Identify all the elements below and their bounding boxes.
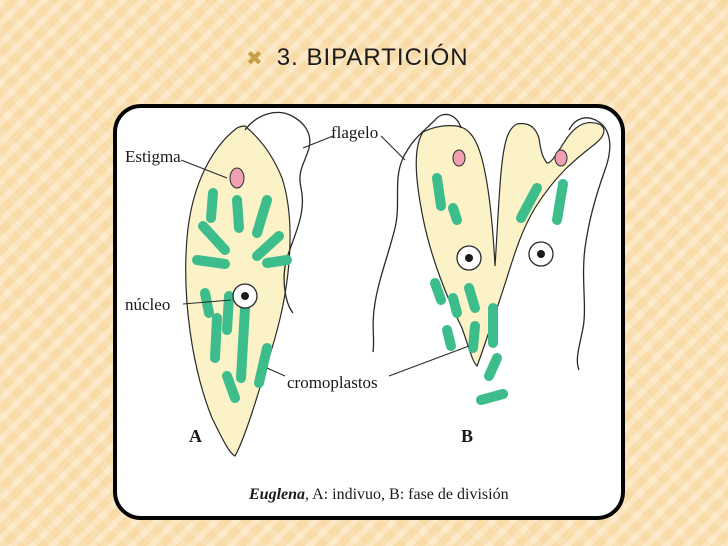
- stigma-b-left: [452, 149, 466, 167]
- leader-flagelo-left: [302, 135, 334, 149]
- label-flagelo: flagelo: [331, 123, 378, 142]
- label-letter-b: B: [461, 426, 473, 446]
- leader-cromoplastos-left: [266, 367, 286, 377]
- label-cromoplastos: cromoplastos: [287, 373, 378, 392]
- leader-estigma: [180, 159, 228, 179]
- caption-genus: Euglena: [249, 486, 306, 503]
- stigma-a: [229, 167, 245, 189]
- chloroplasts-b: [430, 173, 568, 405]
- leader-nucleo: [182, 299, 232, 305]
- chloroplasts-a: [192, 188, 292, 403]
- euglena-diagram-frame: Estigma flagelo núcleo cromoplastos A B …: [113, 104, 625, 520]
- caption-text: , A: indivuo, B: fase de división: [305, 486, 509, 503]
- leader-flagelo-right: [380, 135, 406, 161]
- euglena-diagram: Estigma flagelo núcleo cromoplastos A B: [125, 111, 611, 457]
- label-letter-a: A: [189, 426, 202, 446]
- slide-title: 3. BIPARTICIÓN: [276, 44, 469, 71]
- slide-title-row: ✖ 3. BIPARTICIÓN: [246, 38, 469, 78]
- label-estigma: Estigma: [125, 147, 181, 166]
- label-nucleo: núcleo: [125, 295, 170, 314]
- flagellum-b-right: [568, 117, 611, 371]
- x-mark-bullet-icon: ✖: [246, 46, 263, 70]
- stigma-b-right: [554, 149, 568, 167]
- flagellum-b-left: [372, 113, 462, 353]
- diagram-caption: Euglena, A: indivuo, B: fase de división: [249, 486, 549, 504]
- leader-cromoplastos-right: [388, 345, 470, 377]
